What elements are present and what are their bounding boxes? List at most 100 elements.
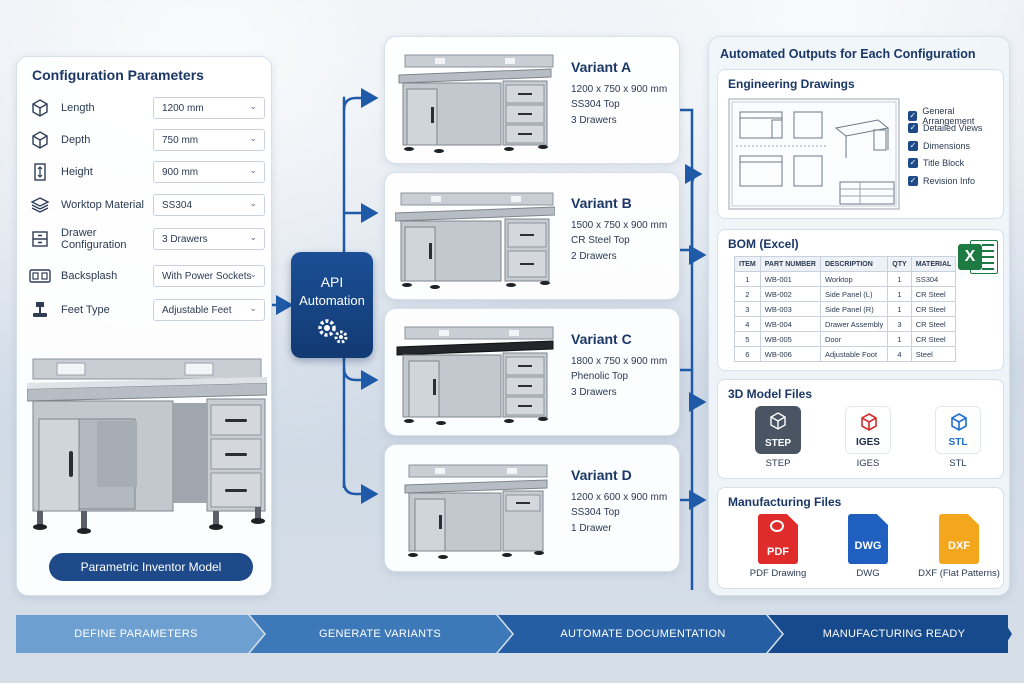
- variant-name: Variant B: [571, 195, 632, 211]
- param-label: Worktop Material: [61, 199, 144, 211]
- flow-step-generate: GENERATE VARIANTS: [318, 628, 442, 640]
- feet-type-select[interactable]: Adjustable Feet ⌄: [153, 299, 265, 321]
- chevron-down-icon: ⌄: [249, 133, 257, 143]
- worktop-material-select[interactable]: SS304⌄: [153, 194, 265, 216]
- cube-icon: [29, 129, 51, 151]
- flow-step-define: DEFINE PARAMETERS: [74, 628, 198, 640]
- bom-header-cell: ITEM: [734, 256, 761, 272]
- variant-card-a[interactable]: Variant A 1200 x 750 x 900 mm SS304 Top …: [384, 36, 680, 164]
- drawer-icon: [29, 228, 51, 250]
- layers-icon: [29, 194, 51, 216]
- flow-step-automate: AUTOMATE DOCUMENTATION: [560, 628, 726, 640]
- bom-cell: 4: [887, 346, 912, 362]
- chevron-down-icon: ⌄: [249, 198, 257, 208]
- drawer-configuration-value: 3 Drawers: [162, 233, 208, 245]
- bom-cell: 6: [734, 346, 761, 362]
- check-icon: ✓: [908, 111, 918, 121]
- stl-badge: STL: [948, 437, 968, 448]
- backsplash-select[interactable]: With Power Sockets⌄: [153, 265, 265, 287]
- variant-card-b[interactable]: Variant B 1500 x 750 x 900 mm CR Steel T…: [384, 172, 680, 300]
- feet-type-value: Adjustable Feet: [162, 304, 232, 316]
- bom-header-cell: MATERIAL: [910, 256, 957, 272]
- param-label: Depth: [61, 134, 91, 146]
- param-drawer-configuration: Drawer Configuration: [29, 226, 265, 252]
- outputs-title: Automated Outputs for Each Configuration: [720, 47, 976, 61]
- iges-file[interactable]: IGES IGES: [838, 406, 898, 469]
- bom-cell: 1: [887, 331, 912, 347]
- variant-card-d[interactable]: Variant D 1200 x 600 x 900 mm SS304 Top …: [384, 444, 680, 572]
- engineering-drawings-card[interactable]: Engineering Drawings ✓General Arrangemen…: [717, 69, 1004, 219]
- process-flow-arrows: [16, 615, 1012, 653]
- bom-cell: WB-006: [759, 346, 821, 362]
- bom-cell: 2: [734, 286, 761, 302]
- dwg-file[interactable]: DWG DWG: [828, 514, 908, 579]
- foot-icon: [29, 299, 51, 321]
- dwg-file-icon: DWG: [848, 514, 888, 564]
- bom-cell: Drawer Assembly: [819, 316, 889, 332]
- parametric-model-button[interactable]: Parametric Inventor Model: [49, 553, 253, 581]
- bom-cell: 1: [734, 271, 761, 287]
- excel-icon: X: [958, 238, 998, 276]
- bom-cell: CR Steel: [910, 331, 957, 347]
- depth-value: 750 mm: [162, 134, 199, 146]
- bom-header-cell: DESCRIPTION: [819, 256, 889, 272]
- mfg-files-title: Manufacturing Files: [728, 495, 842, 509]
- bom-card[interactable]: BOM (Excel) ITEM PART NUMBER DESCRIPTION…: [717, 229, 1004, 371]
- variant-dims: 1200 x 750 x 900 mm: [571, 84, 668, 95]
- gears-icon: [318, 319, 348, 344]
- dxf-file[interactable]: DXF DXF (Flat Patterns): [914, 514, 1004, 579]
- height-select[interactable]: 900 mm⌄: [153, 161, 265, 183]
- dxf-label: DXF (Flat Patterns): [918, 568, 1000, 579]
- bom-cell: 1: [887, 301, 912, 317]
- manufacturing-files-card[interactable]: Manufacturing Files PDF PDF Drawing DWG …: [717, 487, 1004, 589]
- param-label: Feet Type: [61, 304, 110, 316]
- stl-file[interactable]: STL STL: [928, 406, 988, 469]
- step-label: STEP: [765, 458, 791, 469]
- param-label: Height: [61, 166, 93, 178]
- model-files-title: 3D Model Files: [728, 387, 813, 401]
- pdf-label: PDF Drawing: [749, 568, 807, 579]
- configuration-panel: Configuration Parameters Length 1200 mm⌄…: [16, 56, 272, 596]
- chevron-down-icon: ⌄: [249, 165, 257, 175]
- drawing-item-label: Detailed Views: [923, 123, 983, 133]
- variant-card-c[interactable]: Variant C 1800 x 750 x 900 mm Phenolic T…: [384, 308, 680, 436]
- chevron-down-icon: ⌄: [249, 303, 257, 313]
- step-badge: STEP: [764, 438, 792, 449]
- param-label: Length: [61, 102, 95, 114]
- bom-cell: 1: [887, 271, 912, 287]
- height-icon: [29, 161, 51, 183]
- bom-cell: Steel: [910, 346, 957, 362]
- check-icon: ✓: [908, 176, 918, 186]
- variant-name: Variant D: [571, 467, 632, 483]
- length-select[interactable]: 1200 mm⌄: [153, 97, 265, 119]
- backsplash-value: With Power Sockets: [162, 270, 252, 282]
- bom-cell: WB-005: [759, 331, 821, 347]
- depth-select[interactable]: 750 mm ⌄: [153, 129, 265, 151]
- pdf-badge: PDF: [767, 546, 789, 558]
- drawing-item: ✓Title Block: [908, 158, 964, 168]
- model-files-card[interactable]: 3D Model Files STEP STEP IGES IGES STL S…: [717, 379, 1004, 479]
- workbench-variant-d-image: [404, 464, 548, 559]
- pdf-file[interactable]: PDF PDF Drawing: [738, 514, 818, 579]
- bom-header-cell: PART NUMBER: [759, 256, 821, 272]
- variant-dims: 1800 x 750 x 900 mm: [571, 356, 668, 367]
- drawing-item: ✓Revision Info: [908, 176, 975, 186]
- workbench-variant-c-image: [396, 326, 554, 425]
- drawer-configuration-select[interactable]: 3 Drawers⌄: [153, 228, 265, 250]
- variant-top: SS304 Top: [571, 99, 620, 110]
- config-title: Configuration Parameters: [32, 67, 204, 83]
- dxf-badge: DXF: [948, 540, 970, 552]
- drawing-item-label: General Arrangement: [922, 106, 975, 126]
- step-file[interactable]: STEP STEP: [748, 406, 808, 469]
- bom-cell: Adjustable Foot: [819, 346, 889, 362]
- variant-drawers: 3 Drawers: [571, 115, 617, 126]
- variant-top: Phenolic Top: [571, 371, 629, 382]
- bom-cell: SS304: [910, 271, 957, 287]
